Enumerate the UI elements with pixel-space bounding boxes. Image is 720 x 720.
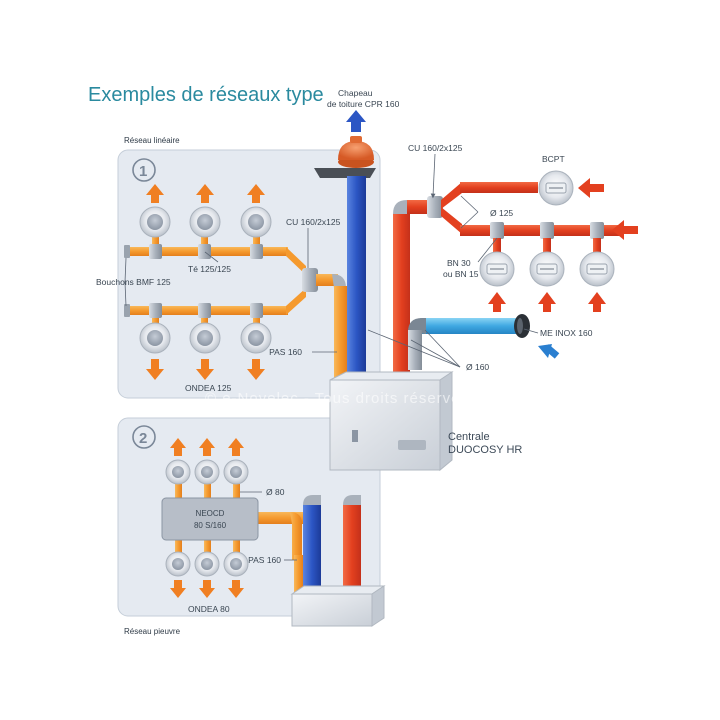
- blue-vertical-duct: [347, 176, 366, 386]
- bouchons-label: Bouchons BMF 125: [96, 277, 171, 287]
- cu-right-label: CU 160/2x125: [408, 143, 463, 153]
- ondea80-vents: [165, 459, 249, 577]
- ondea125-label: ONDEA 125: [185, 383, 232, 393]
- d80-label: Ø 80: [266, 487, 285, 497]
- bn-label-2: ou BN 15: [443, 269, 479, 279]
- pas160-bottom-label: PAS 160: [248, 555, 281, 565]
- roof-exhaust-assembly: [314, 110, 376, 386]
- copyright-watermark: © e-Novelec - Tous droits réservés: [205, 390, 469, 407]
- linear-network-label: Réseau linéaire: [124, 136, 180, 145]
- leader-lines: [124, 153, 539, 561]
- centrale-label-1: Centrale: [448, 431, 490, 443]
- chapeau-label-1: Chapeau: [338, 88, 373, 98]
- roof-hat-icon: [338, 141, 374, 160]
- neocd-label-2: 80 S/160: [194, 521, 227, 530]
- ondea80-label: ONDEA 80: [188, 604, 230, 614]
- neocd-label-1: NEOCD: [196, 509, 225, 518]
- section-2-number: 2: [139, 430, 147, 447]
- linear-network-ducts: [124, 232, 347, 386]
- d160-label: Ø 160: [466, 362, 489, 372]
- section-2-badge: [132, 425, 156, 449]
- section-1-badge: [132, 158, 156, 182]
- centrale-label-2: DUOCOSY HR: [448, 444, 522, 456]
- octopus-network-label: Réseau pieuvre: [124, 627, 181, 636]
- exhaust-up-arrow-icon: [346, 110, 366, 132]
- cu-left-label: CU 160/2x125: [286, 217, 341, 227]
- linear-network-panel: [117, 149, 381, 399]
- extract-network-ducts: [393, 182, 620, 390]
- section-1-number: 1: [139, 163, 147, 180]
- bn-vents: [479, 251, 615, 287]
- extract-arrows: [488, 178, 638, 312]
- bcpt-vent-icon: [538, 170, 574, 206]
- fresh-air-intake: [408, 314, 560, 370]
- pas160-top-label: PAS 160: [269, 347, 302, 357]
- labels: Chapeau de toiture CPR 160 CU 160/2x125 …: [96, 88, 593, 614]
- chapeau-label-2: de toiture CPR 160: [327, 99, 400, 109]
- te-label: Té 125/125: [188, 264, 231, 274]
- centrale-unit: [329, 371, 454, 472]
- bn-label-1: BN 30: [447, 258, 471, 268]
- ondea125-vents: [139, 206, 272, 354]
- octopus-network-ducts: [161, 484, 386, 627]
- octopus-network-arrows: [170, 438, 244, 598]
- me-inox-label: ME INOX 160: [540, 328, 593, 338]
- linear-network-arrows: [146, 184, 265, 380]
- page-title: Exemples de réseaux type: [88, 84, 324, 106]
- neocd-plenum: [161, 497, 259, 541]
- bcpt-label: BCPT: [542, 154, 565, 164]
- d125-label: Ø 125: [490, 208, 513, 218]
